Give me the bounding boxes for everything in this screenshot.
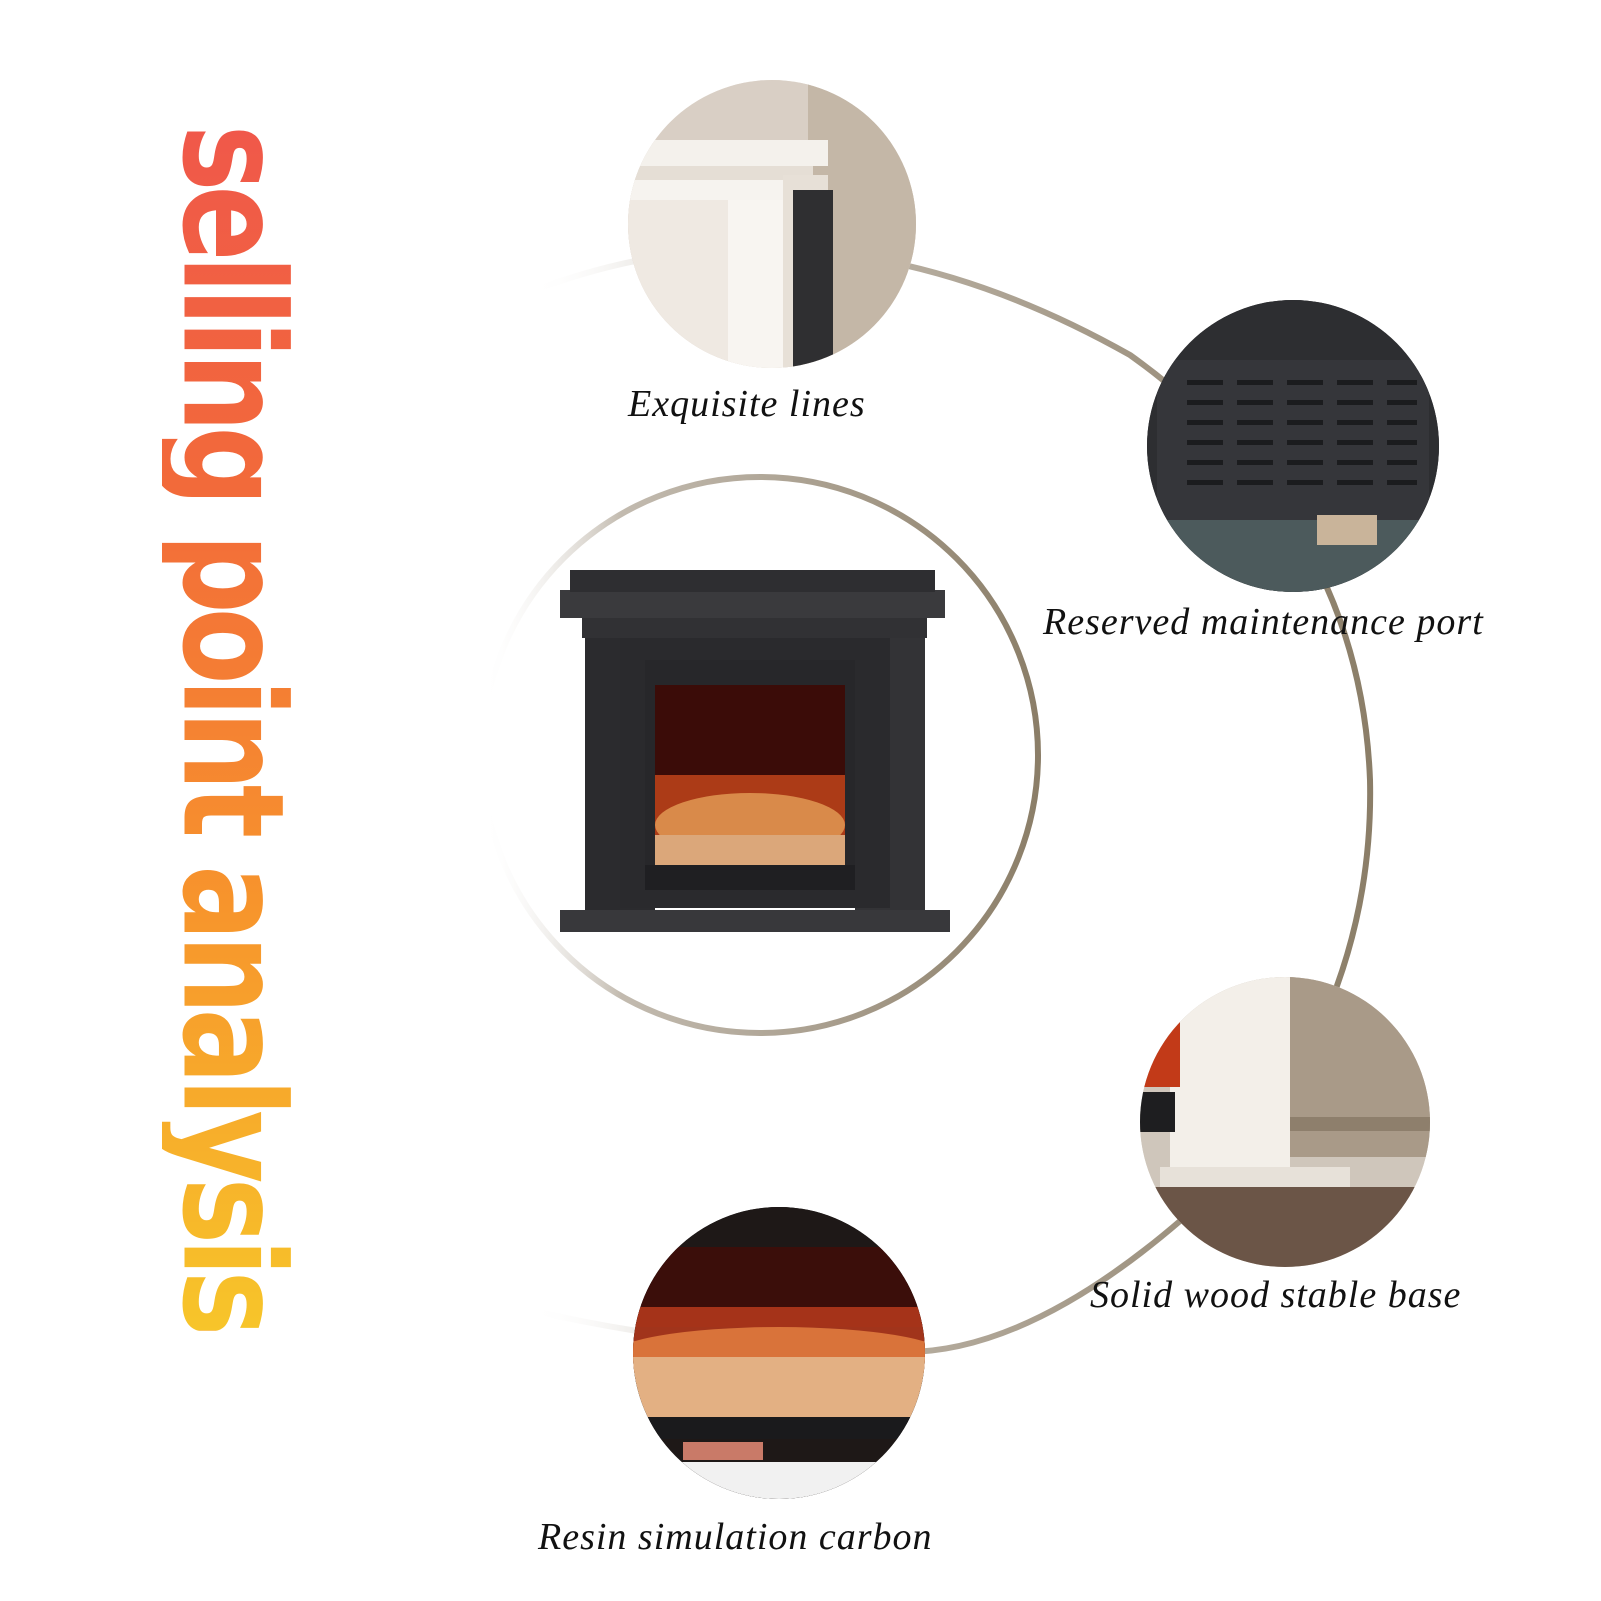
headline-text: selling point analysis [150, 124, 314, 1332]
detail-circle-base [1140, 977, 1430, 1267]
base-detail-image [1140, 977, 1430, 1267]
detail-circle-port [1147, 300, 1439, 592]
caption-resin-carbon: Resin simulation carbon [538, 1516, 933, 1558]
detail-circle-lines [628, 80, 916, 368]
center-ring [479, 474, 1041, 1036]
caption-maintenance-port: Reserved maintenance port [1043, 601, 1484, 643]
vent-panel-image [1147, 300, 1439, 592]
caption-solid-wood-base: Solid wood stable base [1090, 1274, 1462, 1316]
detail-circle-resin [633, 1207, 925, 1499]
fireplace-product-image [560, 570, 950, 932]
molding-detail-image [628, 80, 916, 368]
flame-detail-image [633, 1207, 925, 1499]
caption-exquisite-lines: Exquisite lines [628, 383, 866, 425]
